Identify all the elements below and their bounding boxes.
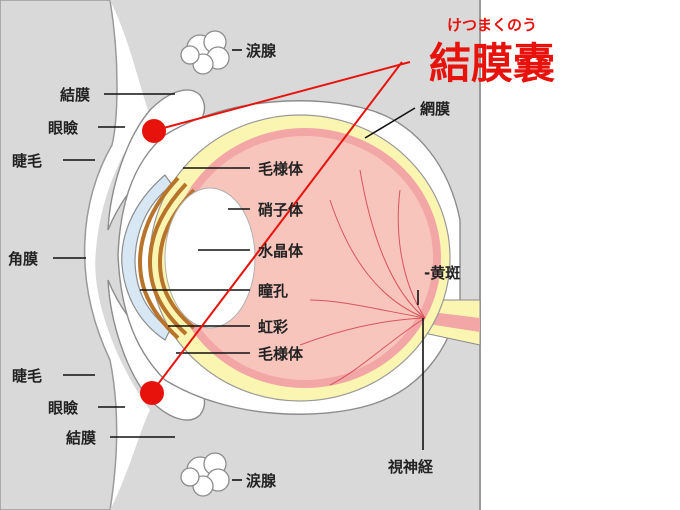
cornea-shape <box>121 174 173 341</box>
title-text: 結膜嚢 <box>429 39 555 88</box>
lens-shape <box>164 187 256 329</box>
label-lens: 水晶体 <box>258 242 304 260</box>
highlight-line-lower <box>151 61 403 393</box>
label-retina: 網膜 <box>420 100 450 118</box>
label-vitreous-body: 硝子体 <box>258 201 304 219</box>
label-iris: 虹彩 <box>258 318 288 336</box>
label-ciliary-body-lower: 毛様体 <box>258 345 304 363</box>
lacrimal-gland-upper-shape <box>180 30 230 75</box>
label-eyelid-upper: 眼瞼 <box>48 119 79 137</box>
label-macula: -黄斑 <box>424 264 460 282</box>
label-lacrimal-gland-lower: 涙腺 <box>246 472 277 490</box>
label-optic-nerve: 視神経 <box>387 458 434 476</box>
highlight-line-upper <box>155 61 411 131</box>
label-eyelid-lower: 眼瞼 <box>48 399 79 417</box>
conjunctival-sac-marker-lower <box>140 381 164 405</box>
leader-retina <box>364 107 416 139</box>
conjunctival-sac-marker-upper <box>142 119 166 143</box>
lacrimal-gland-lower-shape <box>180 452 230 497</box>
label-conjunctiva-lower: 結膜 <box>66 429 96 447</box>
orbit-background <box>0 0 481 510</box>
label-conjunctiva-upper: 結膜 <box>60 86 90 104</box>
label-eyelash-lower: 睫毛 <box>12 367 42 385</box>
label-cornea: 角膜 <box>8 250 38 268</box>
label-eyelash-upper: 睫毛 <box>12 152 42 170</box>
title-reading: けつまくのう <box>447 16 537 34</box>
vitreous-shape <box>177 136 433 380</box>
label-lacrimal-gland-upper: 涙腺 <box>246 42 277 60</box>
label-pupil: 瞳孔 <box>258 282 288 300</box>
label-ciliary-body-upper: 毛様体 <box>258 160 304 178</box>
